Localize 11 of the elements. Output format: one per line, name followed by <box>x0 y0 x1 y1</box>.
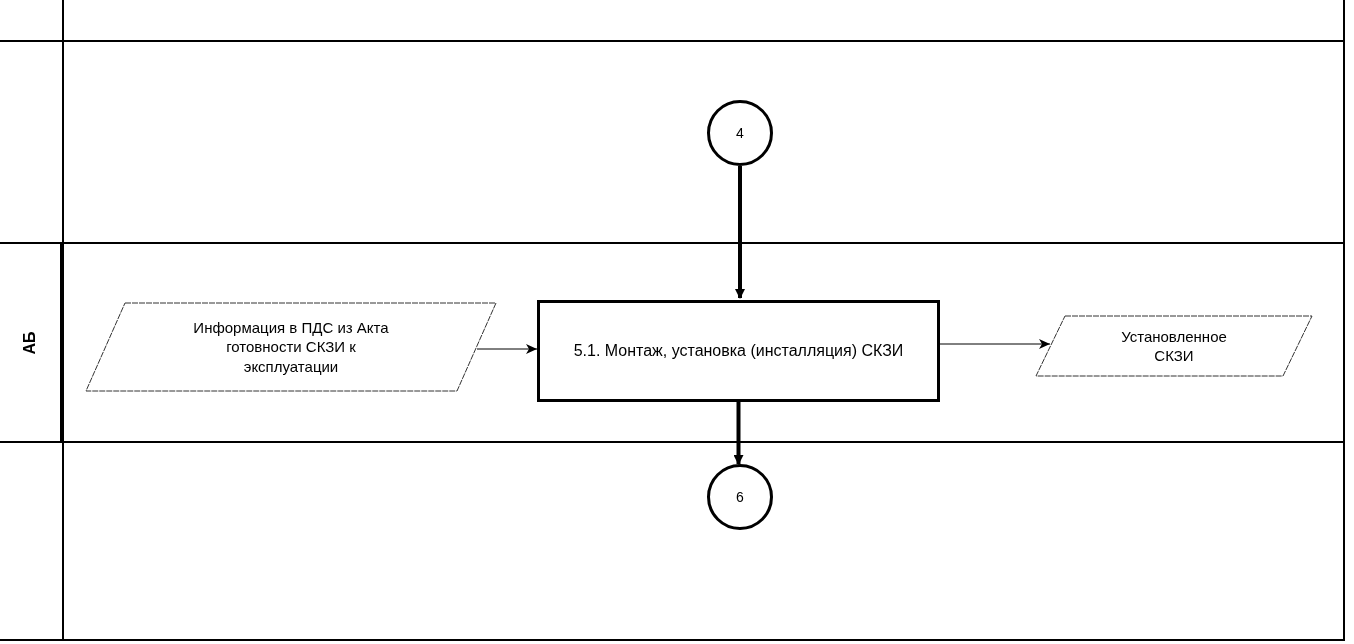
process-box: 5.1. Монтаж, установка (инсталляция) СКЗИ <box>537 300 940 402</box>
data-text: Установленное СКЗИ <box>1120 326 1228 366</box>
data-text: Информация в ПДС из Акта готовности СКЗИ к эксплуатации <box>192 317 390 377</box>
arrow <box>735 166 745 299</box>
data-parallelogram <box>85 302 497 392</box>
arrow <box>476 344 538 354</box>
arrow <box>733 400 744 465</box>
lane-label: АБ <box>20 330 39 355</box>
arrow <box>939 339 1051 349</box>
data-parallelogram <box>1035 315 1313 377</box>
swimlane <box>0 242 1345 443</box>
